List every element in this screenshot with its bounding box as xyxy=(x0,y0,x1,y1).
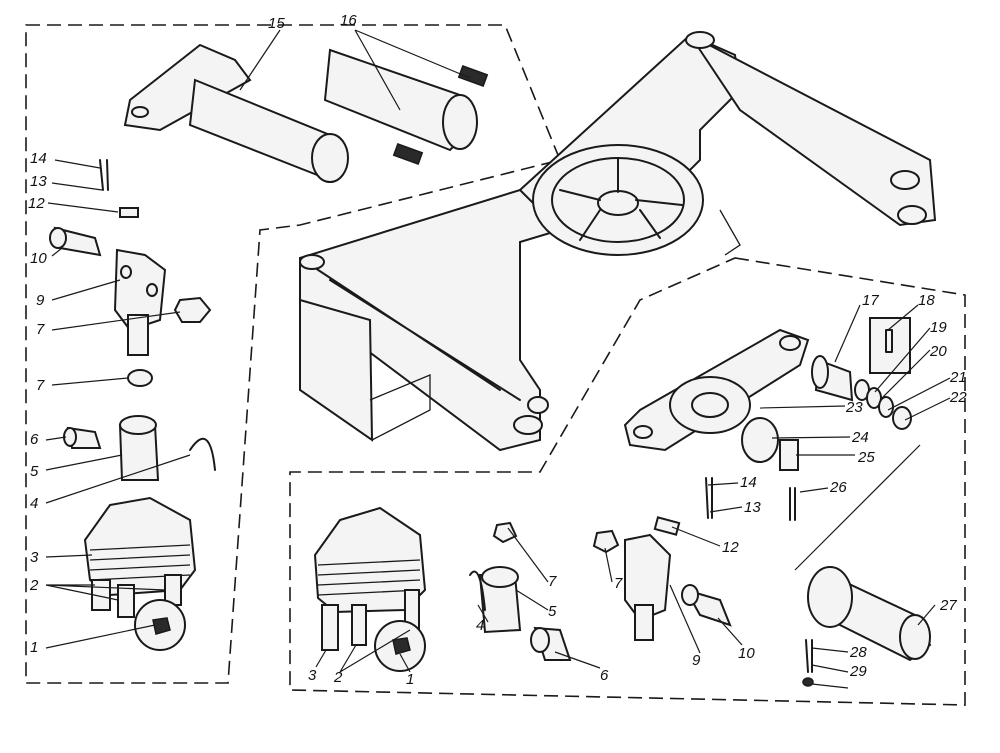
left-group-boundary xyxy=(25,24,562,684)
callout-2-left: 2 xyxy=(29,577,39,594)
callout-25: 26 xyxy=(829,479,847,496)
callout-1-left: 1 xyxy=(30,639,38,656)
callout-21: 22 xyxy=(949,389,967,406)
callout-20: 21 xyxy=(949,369,967,386)
callout-11-left: 12 xyxy=(28,195,45,212)
callout-labels: 15 16 14 13 12 10 9 7 7 6 5 4 3 2 1 17 1… xyxy=(28,12,967,688)
callout-4-right: 4 xyxy=(476,617,484,634)
callout-16: 17 xyxy=(862,292,879,309)
callout-28: 29 xyxy=(849,663,867,680)
callout-4-left: 4 xyxy=(30,495,38,512)
callout-2-right: 2 xyxy=(333,669,343,686)
callout-26: 27 xyxy=(939,597,957,614)
callout-7-left-a: 7 xyxy=(36,321,45,338)
callout-12-right: 13 xyxy=(744,499,761,516)
callout-10-right: 10 xyxy=(738,645,755,662)
callout-3-left: 3 xyxy=(30,549,39,566)
left-group-parts xyxy=(49,43,489,651)
callout-18: 19 xyxy=(930,319,947,336)
right-group-parts xyxy=(313,317,932,687)
leader-lines xyxy=(45,29,951,689)
callout-9-right: 9 xyxy=(692,652,701,669)
callout-23: 24 xyxy=(851,429,869,446)
callout-9-left: 9 xyxy=(36,292,45,309)
right-group-boundary xyxy=(289,257,966,706)
callout-7-right-b: 7 xyxy=(548,573,557,590)
callout-3-right: 3 xyxy=(308,667,317,684)
callout-13-right: 14 xyxy=(740,474,757,491)
callout-7-left-b: 7 xyxy=(36,377,45,394)
callout-7-right-a: 7 xyxy=(614,575,623,592)
callout-19: 20 xyxy=(929,343,947,360)
callout-24: 25 xyxy=(857,449,875,466)
callout-6-right: 6 xyxy=(600,667,609,684)
callout-5-left: 5 xyxy=(30,463,39,480)
callout-11-right: 12 xyxy=(722,539,739,556)
main-frame xyxy=(299,31,937,452)
callout-27: 28 xyxy=(849,644,867,661)
pin-with-plate xyxy=(123,43,252,132)
callout-17: 18 xyxy=(918,292,935,309)
callout-6-left: 6 xyxy=(30,431,39,448)
callout-13-left: 14 xyxy=(30,150,47,167)
callout-22: 23 xyxy=(845,399,863,416)
callout-10-left: 10 xyxy=(30,250,47,267)
callout-12-left: 13 xyxy=(30,173,47,190)
callout-1-right: 1 xyxy=(406,671,414,688)
callout-14: 15 xyxy=(268,15,285,32)
group-boundaries xyxy=(25,24,966,706)
callout-15: 16 xyxy=(340,12,357,29)
callout-5-right: 5 xyxy=(548,603,557,620)
